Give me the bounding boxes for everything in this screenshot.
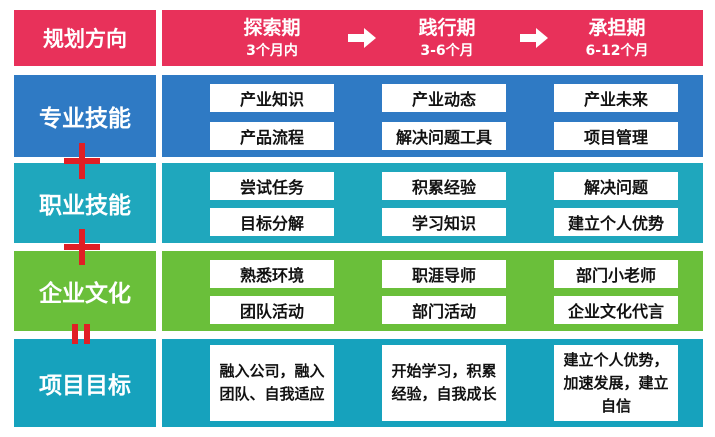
phase-duration: 3个月内	[246, 43, 298, 59]
header-label: 规划方向	[14, 10, 156, 66]
row-band: 尝试任务 目标分解 积累经验 学习知识 解决问题 建立个人优势	[162, 163, 703, 243]
goal-box: 建立个人优势，加速发展，建立自信	[554, 345, 678, 421]
row-label: 项目目标	[14, 339, 156, 427]
cell-box: 产品流程	[210, 122, 334, 150]
phase-practice: 践行期 3-6个月	[372, 10, 522, 66]
cell-box: 解决问题	[554, 172, 678, 200]
arrow-right-icon	[348, 28, 376, 48]
row-corporate-culture: 企业文化 熟悉环境 团队活动 职涯导师 部门活动 部门小老师 企业文化代言	[14, 251, 703, 331]
header-band: 探索期 3个月内 践行期 3-6个月 承担期 6-12个月	[162, 10, 703, 66]
row-label: 企业文化	[14, 251, 156, 331]
row-band: 产业知识 产品流程 产业动态 解决问题工具 产业未来 项目管理	[162, 75, 703, 157]
plus-icon	[64, 229, 100, 265]
cell-box: 产业动态	[382, 84, 506, 112]
cell-box: 部门活动	[382, 296, 506, 324]
cell-box: 尝试任务	[210, 172, 334, 200]
equals-icon	[72, 324, 90, 344]
cell-box: 学习知识	[382, 208, 506, 236]
phase-name: 践行期	[418, 17, 476, 39]
phase-undertake: 承担期 6-12个月	[542, 10, 692, 66]
cell-box: 建立个人优势	[554, 208, 678, 236]
cell-box: 目标分解	[210, 208, 334, 236]
cell-box: 项目管理	[554, 122, 678, 150]
phase-duration: 6-12个月	[585, 43, 649, 59]
cell-box: 部门小老师	[554, 260, 678, 288]
cell-box: 职涯导师	[382, 260, 506, 288]
goal-box: 开始学习，积累经验，自我成长	[382, 345, 506, 421]
plus-icon	[64, 143, 100, 179]
phase-duration: 3-6个月	[420, 43, 474, 59]
cell-box: 解决问题工具	[382, 122, 506, 150]
header-row: 规划方向 探索期 3个月内 践行期 3-6个月 承担期 6-12个月	[14, 10, 703, 66]
phase-name: 承担期	[588, 17, 646, 39]
cell-box: 积累经验	[382, 172, 506, 200]
row-band: 熟悉环境 团队活动 职涯导师 部门活动 部门小老师 企业文化代言	[162, 251, 703, 331]
cell-box: 企业文化代言	[554, 296, 678, 324]
phase-explore: 探索期 3个月内	[197, 10, 347, 66]
row-project-goals: 项目目标 融入公司，融入团队、自我适应 开始学习，积累经验，自我成长 建立个人优…	[14, 339, 703, 427]
row-professional-skills: 专业技能 产业知识 产品流程 产业动态 解决问题工具 产业未来 项目管理	[14, 75, 703, 157]
goal-box: 融入公司，融入团队、自我适应	[210, 345, 334, 421]
cell-box: 熟悉环境	[210, 260, 334, 288]
cell-box: 产业知识	[210, 84, 334, 112]
row-band: 融入公司，融入团队、自我适应 开始学习，积累经验，自我成长 建立个人优势，加速发…	[162, 339, 703, 427]
phase-name: 探索期	[243, 17, 301, 39]
cell-box: 产业未来	[554, 84, 678, 112]
arrow-right-icon	[520, 28, 548, 48]
row-career-skills: 职业技能 尝试任务 目标分解 积累经验 学习知识 解决问题 建立个人优势	[14, 163, 703, 243]
cell-box: 团队活动	[210, 296, 334, 324]
